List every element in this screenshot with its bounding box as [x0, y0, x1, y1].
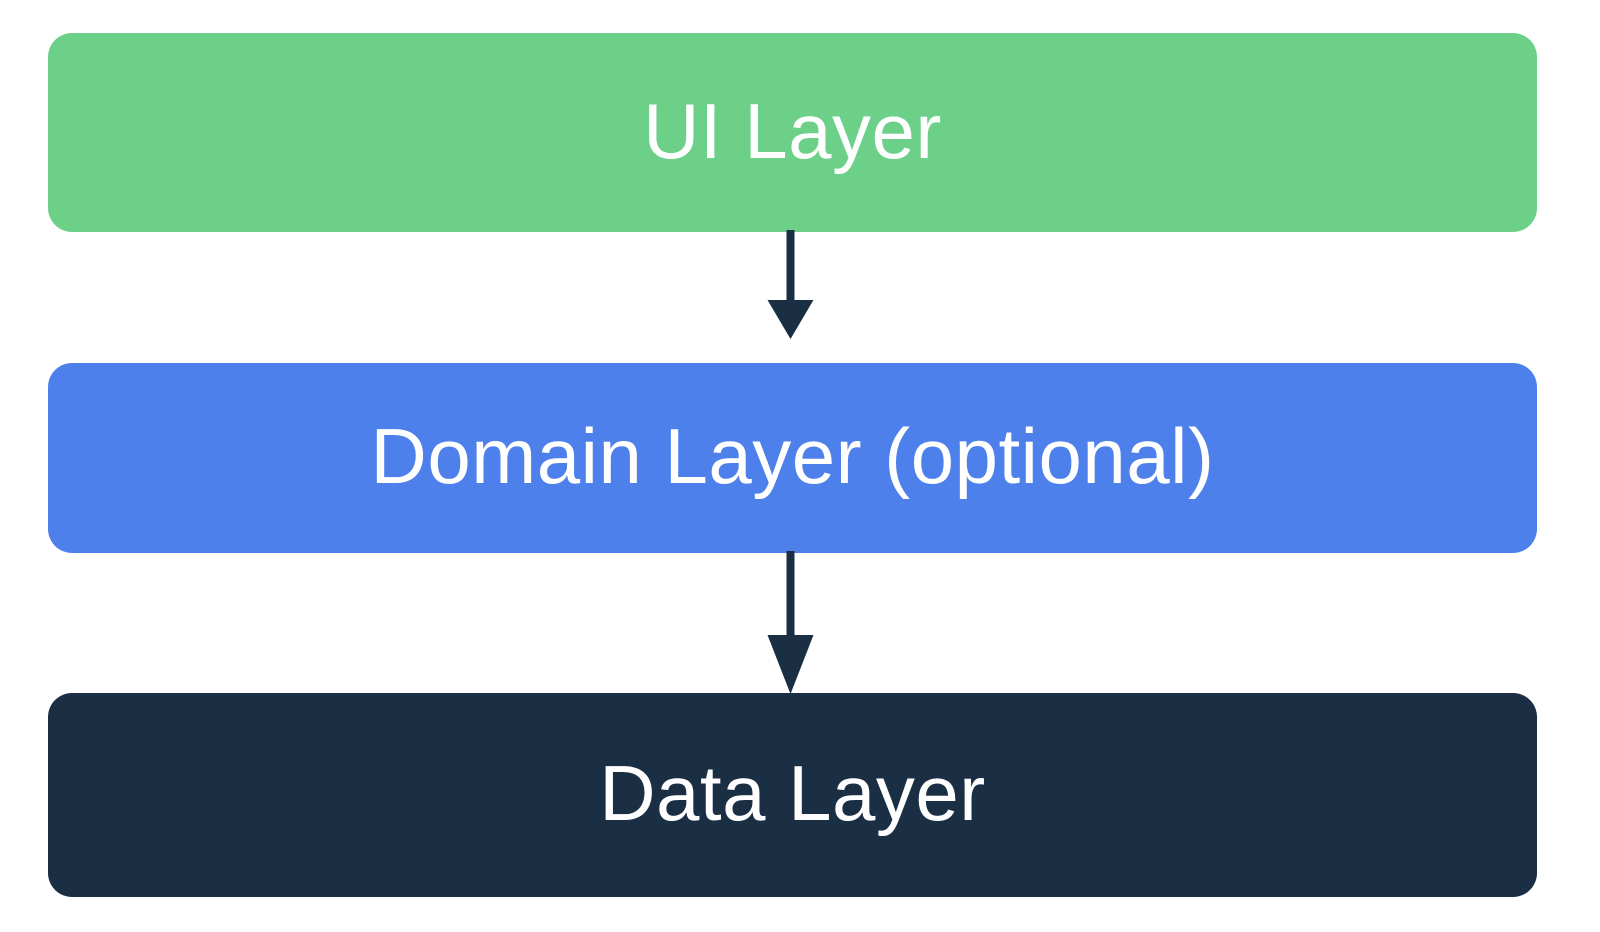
node-domain-layer-label: Domain Layer (optional) — [370, 412, 1215, 500]
node-data-layer-label: Data Layer — [599, 749, 986, 837]
node-ui-layer-label: UI Layer — [643, 86, 942, 175]
node-domain-layer[interactable]: Domain Layer (optional) — [48, 363, 1537, 553]
node-ui-layer[interactable]: UI Layer — [48, 33, 1537, 232]
arrow-ui-to-domain-icon — [767, 230, 814, 339]
node-data-layer[interactable]: Data Layer — [48, 693, 1537, 897]
arrow-domain-to-data-icon — [767, 551, 814, 694]
